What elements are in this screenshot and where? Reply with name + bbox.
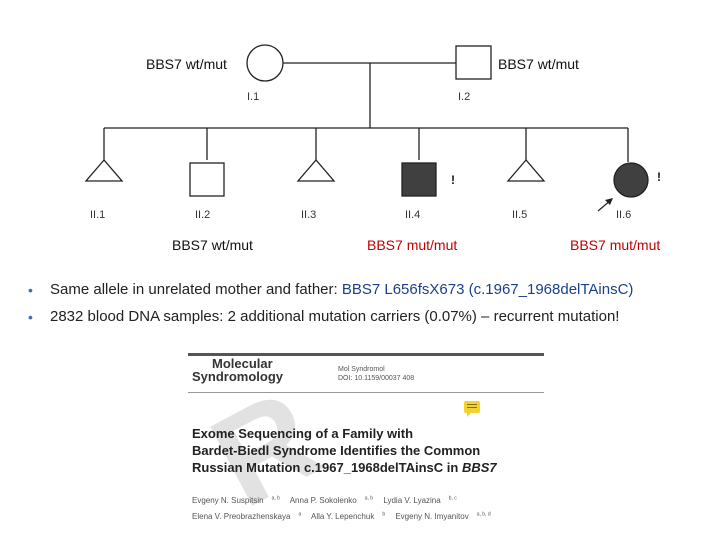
paper-divider (188, 392, 544, 393)
individual-id-II6: II.6 (616, 209, 632, 221)
paper-title: Exome Sequencing of a Family with Bardet… (192, 425, 542, 476)
individual-id-II3: II.3 (301, 209, 317, 221)
paper-title-line3-text: Russian Mutation c.1967_1968delTAinsC in (192, 460, 462, 475)
paper-title-line2: Bardet-Biedl Syndrome Identifies the Com… (192, 443, 481, 458)
flag-mark-II6: ! (657, 170, 661, 184)
genotype-label-II4: BBS7 mut/mut (367, 237, 458, 253)
affected-male-symbol (401, 162, 437, 197)
bullet-item: • 2832 blood DNA samples: 2 additional m… (28, 307, 698, 327)
journal-meta-line1: Mol Syndromol (338, 366, 385, 373)
bullet-item: • Same allele in unrelated mother and fa… (28, 280, 698, 300)
genotype-label-I2: BBS7 wt/mut (498, 56, 579, 72)
bullet-dot-icon: • (28, 282, 33, 298)
paper-title-line1: Exome Sequencing of a Family with (192, 426, 414, 441)
individual-id-II4: II.4 (405, 209, 421, 221)
paper-title-gene: BBS7 (461, 460, 497, 475)
individual-id-II1: II.1 (90, 209, 106, 221)
child-unknown-sex-symbol (84, 159, 124, 182)
journal-name-line1: Molecular (212, 356, 273, 371)
journal-meta: Mol Syndromol DOI: 10.1159/00037 408 (338, 365, 414, 383)
founder-male-symbol (455, 45, 492, 80)
paper-header-image: R Molecular Syndromology Mol Syndromol D… (188, 353, 544, 525)
individual-id-I2: I.2 (458, 91, 471, 103)
journal-name-line2: Syndromology (192, 369, 284, 384)
bullet-text: Same allele in unrelated mother and fath… (50, 281, 342, 298)
pedigree-diagram (84, 44, 649, 212)
child-unknown-sex-symbol (296, 159, 336, 182)
flag-mark-II4: ! (451, 173, 455, 187)
allele-highlight: BBS7 L656fsX673 (c.1967_1968delTAinsC) (341, 281, 634, 298)
child-unknown-sex-symbol (506, 159, 546, 182)
journal-name: Molecular Syndromology (192, 357, 283, 383)
individual-id-II5: II.5 (512, 209, 528, 221)
bullet-text: 2832 blood DNA samples: 2 additional mut… (50, 308, 620, 325)
genotype-label-I1: BBS7 wt/mut (146, 56, 227, 72)
founder-female-symbol (246, 44, 284, 82)
paper-top-rule (188, 353, 544, 356)
genotype-label-II6: BBS7 mut/mut (570, 237, 661, 253)
bullet-list: • Same allele in unrelated mother and fa… (28, 280, 698, 334)
paper-title-line3: Russian Mutation c.1967_1968delTAinsC in… (192, 459, 542, 476)
doi-text: DOI: 10.1159/00037 408 (338, 375, 415, 382)
child-male-symbol (189, 162, 225, 197)
bullet-dot-icon: • (28, 309, 33, 325)
affected-female-proband-symbol (613, 162, 649, 198)
comment-note-icon (464, 401, 480, 417)
individual-id-I1: I.1 (247, 91, 260, 103)
proband-arrowhead-icon (605, 198, 613, 205)
genotype-label-II2: BBS7 wt/mut (172, 237, 253, 253)
individual-id-II2: II.2 (195, 209, 211, 221)
